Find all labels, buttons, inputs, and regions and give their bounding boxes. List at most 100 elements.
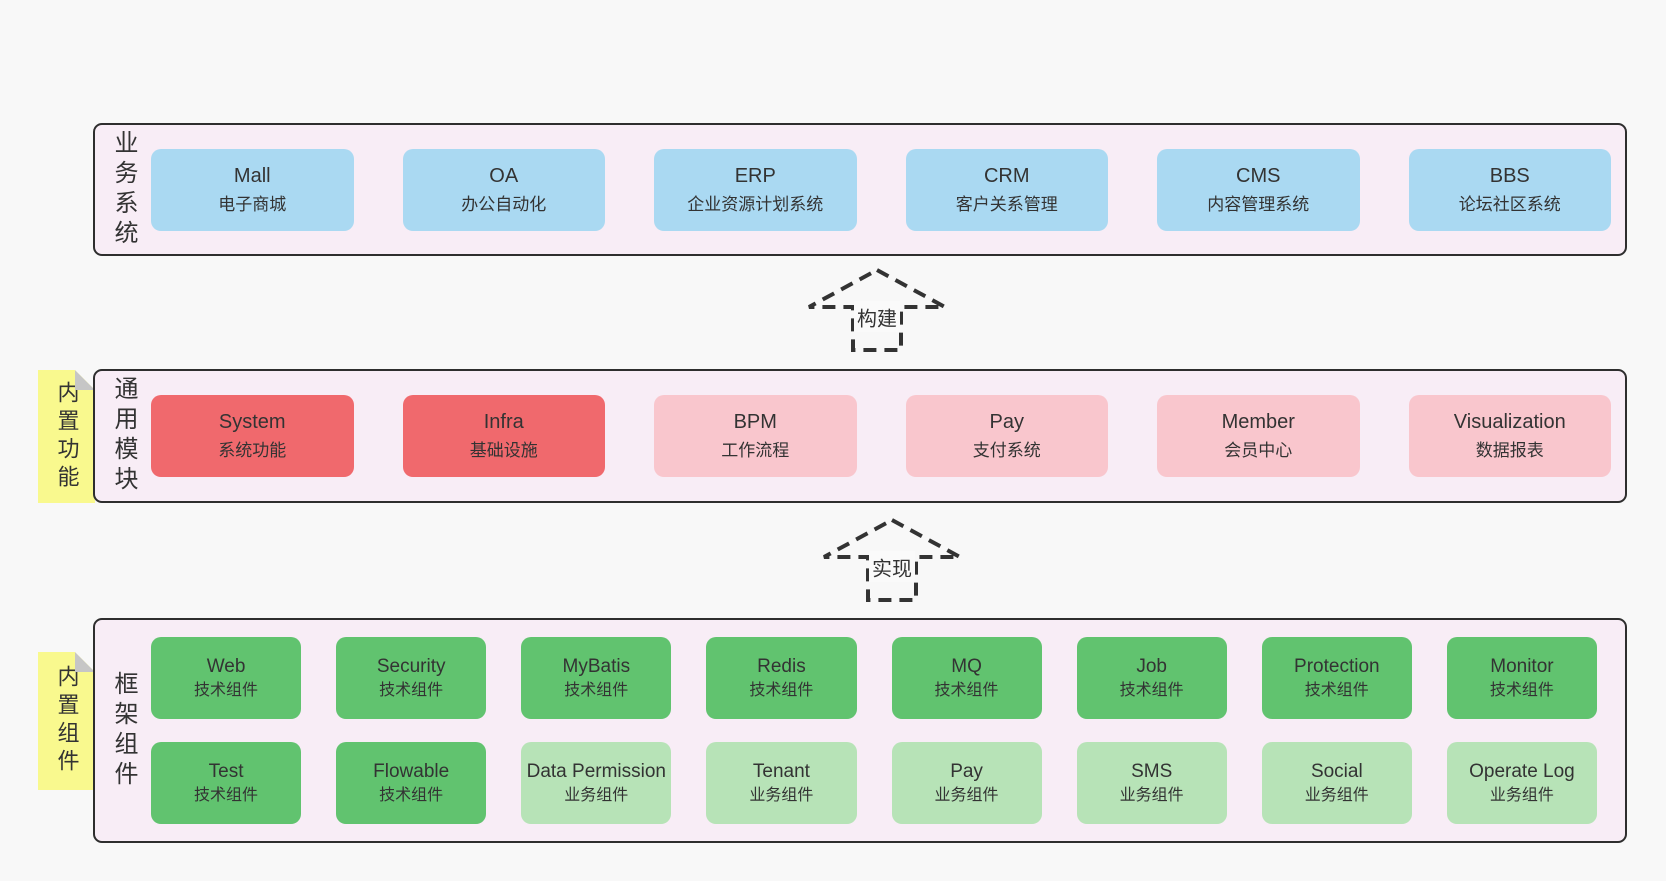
- box-web-en: Web: [206, 655, 246, 677]
- box-operate-log: Operate Log 业务组件: [1446, 742, 1597, 824]
- box-monitor-en: Monitor: [1490, 655, 1554, 677]
- dashed-up-arrow-icon: [808, 268, 946, 352]
- box-pay-component-en: Pay: [950, 760, 983, 782]
- box-protection-zh: 技术组件: [1304, 682, 1369, 700]
- box-redis-en: Redis: [757, 655, 806, 677]
- band-business-boxes: Mall 电子商城 OA 办公自动化 ERP 企业资源计划系统 CRM 客户关系…: [141, 148, 1625, 231]
- note-components-text: 内置组件: [54, 665, 80, 777]
- band-business-systems: 业务系统 Mall 电子商城 OA 办公自动化 ERP 企业资源计划系统 CRM…: [93, 123, 1627, 256]
- band-components-label: 框架组件: [110, 670, 137, 791]
- box-bbs: BBS 论坛社区系统: [1408, 148, 1611, 231]
- build-arrow-label: 构建: [854, 301, 900, 333]
- box-system: System 系统功能: [151, 395, 354, 477]
- box-redis: Redis 技术组件: [706, 637, 857, 719]
- box-web-zh: 技术组件: [194, 682, 259, 700]
- build-arrow: 构建: [807, 268, 947, 353]
- box-bpm-zh: 工作流程: [721, 441, 790, 461]
- box-mybatis-en: MyBatis: [562, 655, 631, 677]
- box-test-en: Test: [208, 760, 244, 782]
- box-pay-component: Pay 业务组件: [891, 742, 1042, 824]
- box-oa-en: OA: [489, 164, 519, 187]
- box-infra: Infra 基础设施: [402, 395, 605, 477]
- box-mybatis: MyBatis 技术组件: [521, 637, 672, 719]
- band-modules-boxes: System 系统功能 Infra 基础设施 BPM 工作流程 Pay 支付系统…: [141, 395, 1625, 477]
- box-social-zh: 业务组件: [1304, 787, 1369, 805]
- dashed-up-arrow-icon: [823, 518, 961, 602]
- box-data-permission-en: Data Permission: [526, 760, 666, 782]
- note-fold-icon: [75, 652, 95, 672]
- box-infra-zh: 基础设施: [469, 441, 538, 461]
- box-oa: OA 办公自动化: [402, 148, 605, 231]
- note-fold-icon: [75, 370, 95, 390]
- box-crm-en: CRM: [983, 164, 1030, 187]
- box-job: Job 技术组件: [1076, 637, 1227, 719]
- box-flowable-zh: 技术组件: [379, 787, 444, 805]
- box-mall-zh: 电子商城: [218, 194, 287, 214]
- box-pay-component-zh: 业务组件: [934, 787, 999, 805]
- band-common-modules: 通用模块 System 系统功能 Infra 基础设施 BPM 工作流程 Pay…: [93, 369, 1627, 503]
- box-redis-zh: 技术组件: [749, 682, 814, 700]
- box-member-zh: 会员中心: [1224, 441, 1293, 461]
- box-sms-zh: 业务组件: [1119, 787, 1184, 805]
- box-tenant-zh: 业务组件: [749, 787, 814, 805]
- box-cms-en: CMS: [1236, 164, 1281, 187]
- box-tenant: Tenant 业务组件: [706, 742, 857, 824]
- box-protection: Protection 技术组件: [1261, 637, 1412, 719]
- implement-arrow-label: 实现: [869, 551, 915, 583]
- box-bbs-zh: 论坛社区系统: [1458, 194, 1561, 214]
- box-monitor: Monitor 技术组件: [1446, 637, 1597, 719]
- box-bbs-en: BBS: [1489, 164, 1530, 187]
- band-framework-components: 框架组件 Web 技术组件 Security 技术组件 MyBatis 技术组件…: [93, 618, 1627, 843]
- box-mq: MQ 技术组件: [891, 637, 1042, 719]
- box-pay-module: Pay 支付系统: [905, 395, 1108, 477]
- box-job-en: Job: [1136, 655, 1167, 677]
- box-social-en: Social: [1310, 760, 1363, 782]
- box-operate-log-zh: 业务组件: [1489, 787, 1554, 805]
- box-system-en: System: [218, 411, 286, 434]
- box-crm-zh: 客户关系管理: [955, 194, 1058, 214]
- box-mall: Mall 电子商城: [151, 148, 354, 231]
- box-bpm: BPM 工作流程: [654, 395, 857, 477]
- box-tenant-en: Tenant: [752, 760, 810, 782]
- sticky-note-built-in-components: 内置组件: [38, 652, 95, 790]
- box-erp-en: ERP: [734, 164, 776, 187]
- box-cms: CMS 内容管理系统: [1157, 148, 1360, 231]
- box-system-zh: 系统功能: [218, 441, 287, 461]
- box-mall-en: Mall: [233, 164, 271, 187]
- box-sms-en: SMS: [1131, 760, 1173, 782]
- box-flowable-en: Flowable: [373, 760, 450, 782]
- box-visualization-zh: 数据报表: [1475, 441, 1544, 461]
- box-data-permission: Data Permission 业务组件: [521, 742, 672, 824]
- box-protection-en: Protection: [1294, 655, 1380, 677]
- implement-arrow: 实现: [822, 518, 962, 603]
- box-visualization-en: Visualization: [1453, 411, 1566, 434]
- box-erp: ERP 企业资源计划系统: [654, 148, 857, 231]
- band-modules-label: 通用模块: [110, 376, 137, 496]
- box-test-zh: 技术组件: [194, 787, 259, 805]
- box-bpm-en: BPM: [733, 411, 777, 434]
- band-components-grid: Web 技术组件 Security 技术组件 MyBatis 技术组件 Redi…: [141, 637, 1625, 824]
- box-pay-module-zh: 支付系统: [972, 441, 1041, 461]
- box-erp-zh: 企业资源计划系统: [687, 194, 824, 214]
- box-visualization: Visualization 数据报表: [1408, 395, 1611, 477]
- band-business-label: 业务系统: [110, 129, 137, 250]
- box-data-permission-zh: 业务组件: [564, 787, 629, 805]
- box-pay-module-en: Pay: [989, 411, 1024, 434]
- box-operate-log-en: Operate Log: [1469, 760, 1575, 782]
- box-flowable: Flowable 技术组件: [336, 742, 487, 824]
- box-job-zh: 技术组件: [1119, 682, 1184, 700]
- box-test: Test 技术组件: [151, 742, 302, 824]
- box-monitor-zh: 技术组件: [1489, 682, 1554, 700]
- box-crm: CRM 客户关系管理: [905, 148, 1108, 231]
- box-oa-zh: 办公自动化: [461, 194, 547, 214]
- box-security-en: Security: [376, 655, 446, 677]
- box-infra-en: Infra: [483, 411, 524, 434]
- box-member-en: Member: [1221, 411, 1295, 434]
- box-mq-en: MQ: [951, 655, 982, 677]
- box-security-zh: 技术组件: [379, 682, 444, 700]
- box-mybatis-zh: 技术组件: [564, 682, 629, 700]
- box-security: Security 技术组件: [336, 637, 487, 719]
- box-sms: SMS 业务组件: [1076, 742, 1227, 824]
- box-member: Member 会员中心: [1157, 395, 1360, 477]
- box-web: Web 技术组件: [151, 637, 302, 719]
